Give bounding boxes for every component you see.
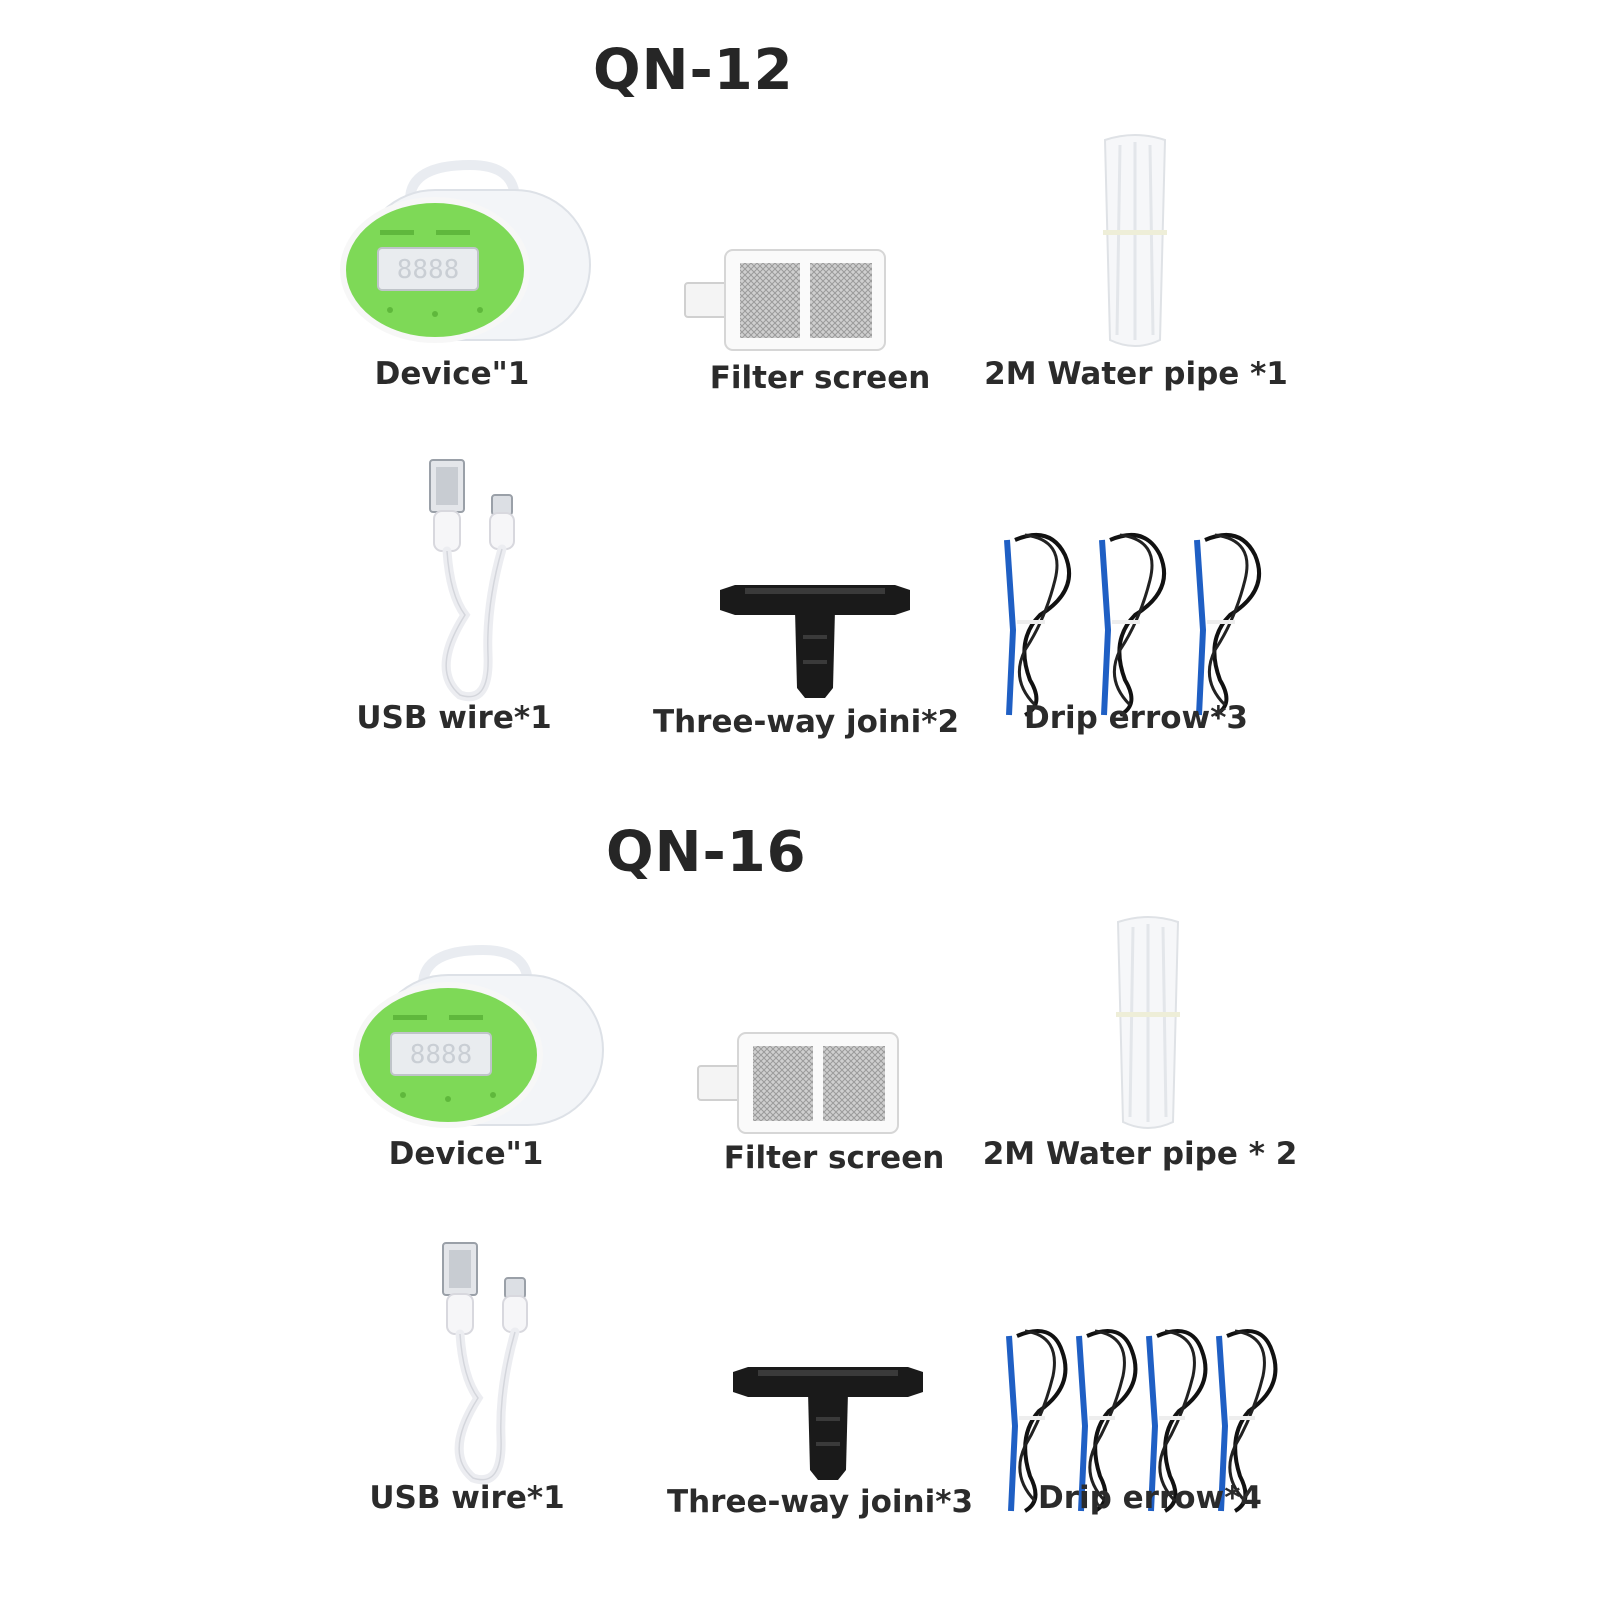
device-icon: 8888 [353,944,613,1135]
svg-text:8888: 8888 [410,1040,473,1070]
tee-joint-icon [728,1362,928,1482]
section-title: QN-16 [606,820,807,885]
device-icon: 8888 [340,159,600,350]
section-title: QN-12 [593,38,794,103]
item-label: Device"1 [388,1136,544,1172]
item-label: USB wire*1 [356,700,552,736]
item-label: 2M Water pipe *1 [984,356,1288,392]
filter-icon [697,1028,908,1138]
item-label: Device"1 [374,356,530,392]
item-label: Drip errow*3 [1024,700,1248,736]
item-label: 2M Water pipe * 2 [982,1136,1298,1172]
pipe-icon [1085,130,1185,355]
drip-arrow-icon [997,1326,1287,1516]
svg-text:8888: 8888 [397,255,460,285]
tee-joint-icon [715,580,915,700]
item-label: Filter screen [723,1140,945,1176]
drip-arrow-icon [995,530,1275,720]
usb-cable-icon [420,455,540,705]
item-label: Filter screen [709,360,931,396]
item-label: Three-way joini*3 [666,1484,974,1520]
item-label: USB wire*1 [369,1480,565,1516]
pipe-icon [1098,912,1198,1137]
filter-icon [684,245,895,355]
item-label: Drip errow*4 [1038,1480,1262,1516]
item-label: Three-way joini*2 [652,704,960,740]
usb-cable-icon [433,1238,553,1488]
